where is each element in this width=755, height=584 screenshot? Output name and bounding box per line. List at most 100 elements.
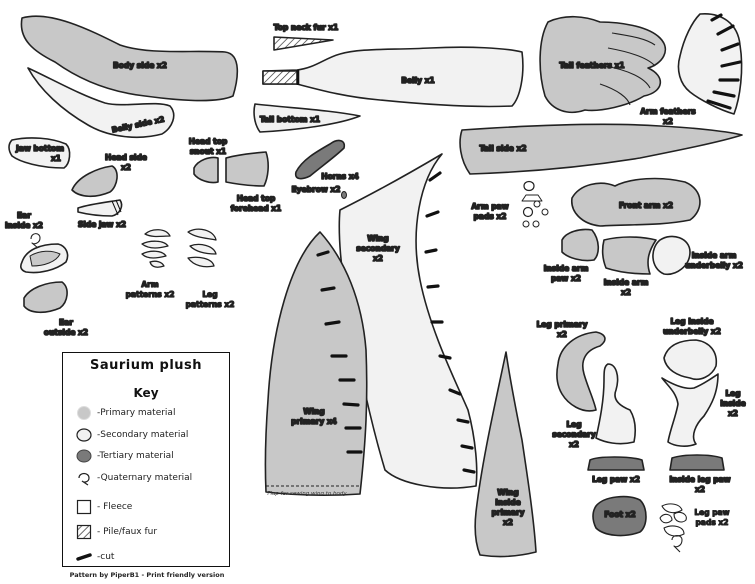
piece-arm-patterns: Arm patterns x2 <box>125 229 175 300</box>
svg-text:Arm: Arm <box>141 280 159 289</box>
piece-wing-primary: Wing primary x4 Flap for sewing wing to … <box>264 231 368 497</box>
svg-text:Head top: Head top <box>189 137 228 146</box>
svg-text:Head top: Head top <box>237 194 276 203</box>
svg-text:x2: x2 <box>621 288 631 297</box>
svg-text:Leg: Leg <box>725 389 740 398</box>
piece-ear-outside: Ear outside x2 <box>23 281 89 338</box>
svg-text:Leg paw x2: Leg paw x2 <box>592 475 640 484</box>
svg-text:secondary: secondary <box>356 244 400 253</box>
cut-mark-icon <box>75 549 93 565</box>
piece-leg-primary: Leg primary x2 <box>536 319 606 412</box>
svg-text:inside x2: inside x2 <box>5 221 43 230</box>
svg-text:x2: x2 <box>557 330 567 339</box>
svg-text:x2: x2 <box>663 117 673 126</box>
key-item-tertiary: -Tertiary material <box>75 448 174 464</box>
svg-text:secondary: secondary <box>552 430 596 439</box>
svg-text:inside: inside <box>495 498 520 507</box>
svg-text:x2: x2 <box>728 409 738 418</box>
piece-ear-inside: Ear inside x2 <box>4 210 69 274</box>
piece-leg-inside-underbelly: Leg inside underbelly x2 <box>662 316 722 381</box>
svg-text:inside: inside <box>720 399 745 408</box>
secondary-swatch-icon <box>75 427 93 443</box>
piece-wing-secondary: Wing secondary x2 <box>338 153 478 489</box>
svg-text:Leg: Leg <box>566 420 581 429</box>
piece-tail-feathers: Tail feathers x1 <box>539 15 666 114</box>
svg-text:Belly x1: Belly x1 <box>401 76 435 85</box>
piece-arm-feathers: Arm feathers x2 <box>639 13 743 127</box>
piece-horns: Horns x4 <box>294 139 360 182</box>
piece-leg-paw-pads: Leg paw pads x2 <box>659 503 730 553</box>
tertiary-swatch-icon <box>75 448 93 464</box>
svg-text:Top neck fur x1: Top neck fur x1 <box>274 23 339 32</box>
pattern-title: Saurium plush <box>89 358 203 373</box>
svg-text:Flap for sewing wing to body: Flap for sewing wing to body <box>267 491 347 497</box>
key-item-primary: -Primary material <box>75 405 175 421</box>
svg-text:Foot x2: Foot x2 <box>604 510 635 519</box>
piece-head-side: Head side x2 <box>71 152 148 198</box>
svg-text:Inside leg paw: Inside leg paw <box>669 475 730 484</box>
svg-text:primary x4: primary x4 <box>291 417 337 426</box>
svg-text:forehead x1: forehead x1 <box>231 204 282 213</box>
piece-leg-patterns: Leg patterns x2 <box>185 228 235 310</box>
svg-text:Arm paw: Arm paw <box>471 202 508 211</box>
svg-text:Ear: Ear <box>59 318 73 327</box>
svg-text:outside x2: outside x2 <box>44 328 88 337</box>
key-heading: Key <box>133 386 159 400</box>
svg-text:Leg: Leg <box>202 290 217 299</box>
key-item-quaternary: -Quaternary material <box>75 470 192 486</box>
piece-belly: Belly x1 <box>262 46 524 108</box>
svg-text:Inside arm: Inside arm <box>544 264 589 273</box>
svg-text:pads x2: pads x2 <box>474 212 507 221</box>
credit-line: Pattern by PiperB1 - Print friendly vers… <box>69 571 225 579</box>
svg-text:x2: x2 <box>373 254 383 263</box>
svg-text:x2: x2 <box>121 163 131 172</box>
piece-inside-arm-underbelly: Inside arm underbelly x2 <box>652 235 744 276</box>
svg-text:patterns x2: patterns x2 <box>126 290 175 299</box>
svg-text:Leg inside: Leg inside <box>670 317 713 326</box>
key-legend: Saurium plush Key -Primary material -Sec… <box>62 352 230 567</box>
piece-tail-bottom: Tail bottom x1 <box>253 103 361 133</box>
piece-jaw-bottom: Jaw bottom x1 <box>8 137 71 169</box>
svg-text:x2: x2 <box>695 485 705 494</box>
piece-head-top-snout: Head top snout x1 <box>188 136 229 184</box>
svg-text:Inside arm: Inside arm <box>604 278 649 287</box>
svg-text:underbelly x2: underbelly x2 <box>685 261 743 270</box>
piece-body-side: Body side x2 <box>20 15 239 102</box>
quaternary-swatch-icon <box>75 470 93 486</box>
piece-leg-inside: Leg inside x2 <box>661 373 747 447</box>
piece-head-top-forehead: Head top forehead x1 <box>225 151 282 214</box>
key-item-fleece: - Fleece <box>75 499 132 515</box>
piece-inside-leg-paw: Inside leg paw x2 <box>669 454 731 495</box>
key-item-cut: -cut <box>75 549 114 565</box>
svg-text:Wing: Wing <box>367 234 389 243</box>
svg-text:underbelly x2: underbelly x2 <box>663 327 721 336</box>
piece-belly-side: Belly side x2 <box>27 67 175 139</box>
primary-swatch-icon <box>75 405 93 421</box>
svg-text:Side jaw x2: Side jaw x2 <box>78 220 126 229</box>
svg-text:Ear: Ear <box>17 211 31 220</box>
piece-foot: Foot x2 <box>592 495 647 537</box>
svg-text:Inside arm: Inside arm <box>692 251 737 260</box>
svg-text:Arm feathers: Arm feathers <box>640 107 696 116</box>
pile-swatch-icon <box>75 524 93 540</box>
piece-front-arm: Front arm x2 <box>571 177 701 227</box>
svg-text:paw x2: paw x2 <box>551 274 581 283</box>
piece-eyebrow: Eyebrow x2 <box>291 184 347 199</box>
piece-side-jaw: Side jaw x2 <box>77 199 127 230</box>
svg-text:snout x1: snout x1 <box>190 147 227 156</box>
svg-text:patterns x2: patterns x2 <box>186 300 235 309</box>
svg-text:Head side: Head side <box>105 153 147 162</box>
piece-top-neck-fur: Top neck fur x1 <box>273 22 339 51</box>
svg-text:primary: primary <box>491 508 524 517</box>
svg-text:Tail side x2: Tail side x2 <box>479 144 526 153</box>
piece-tail-side: Tail side x2 <box>459 123 743 175</box>
svg-text:Body side x2: Body side x2 <box>113 61 167 70</box>
piece-wing-inside-primary: Wing inside primary x2 <box>474 351 537 558</box>
svg-text:x2: x2 <box>569 440 579 449</box>
svg-text:Wing: Wing <box>497 488 519 497</box>
key-item-secondary: -Secondary material <box>75 427 188 443</box>
svg-text:Eyebrow x2: Eyebrow x2 <box>292 185 341 194</box>
piece-inside-arm-paw: Inside arm paw x2 <box>543 228 600 284</box>
svg-text:x1: x1 <box>51 154 61 163</box>
